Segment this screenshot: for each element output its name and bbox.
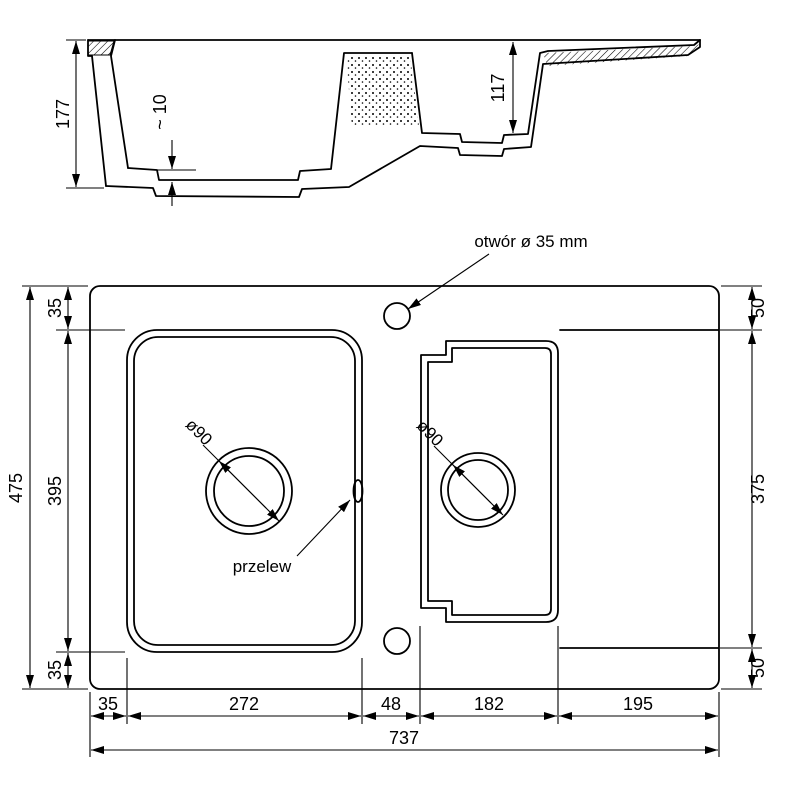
extension-lines — [66, 39, 104, 189]
callout-line-back — [452, 464, 492, 504]
dim-label-recess: ~ 10 — [150, 94, 170, 130]
left-drain-inner-circle — [213, 455, 285, 527]
dim-label-117: 117 — [488, 74, 508, 103]
dim-width-total: 737 — [91, 728, 718, 754]
tap-hole-label: otwór ø 35 mm — [474, 232, 587, 251]
left-basin-outer — [126, 329, 363, 653]
dim-small-basin-depth: 117 — [488, 42, 517, 133]
dim-total-depth: 177 — [53, 39, 104, 189]
drain-diameter-label: ø90 — [413, 416, 447, 450]
right-basin-inner — [427, 347, 552, 616]
tap-hole-annotation: otwór ø 35 mm — [407, 232, 588, 310]
section-rim-hatch — [87, 40, 115, 56]
extension-lines — [56, 329, 125, 653]
dim-label-737: 737 — [389, 728, 419, 748]
section-divider-stipple — [346, 55, 419, 126]
dim-label-35: 35 — [98, 694, 118, 714]
right-drain-outer-circle — [440, 452, 516, 528]
dim-label-395: 395 — [45, 476, 65, 506]
callout-line-back — [218, 460, 267, 509]
dim-label-35-bottom: 35 — [45, 660, 65, 680]
dim-label-375: 375 — [748, 474, 768, 504]
dim-label-182: 182 — [474, 694, 504, 714]
plan-view: ø90 ø90 otwór ø 35 mm przelew 475 — [6, 232, 768, 757]
dim-height-left-stack: 35 395 35 — [45, 287, 125, 688]
right-basin-outer — [420, 340, 559, 623]
extension-lines — [22, 285, 88, 690]
drainboard-edge-lines — [559, 329, 719, 649]
left-drain-outer-circle — [205, 447, 293, 535]
extension-lines — [89, 626, 720, 757]
dim-label-272: 272 — [229, 694, 259, 714]
overflow-annotation: przelew — [233, 499, 351, 576]
dim-label-475: 475 — [6, 473, 26, 503]
dim-label-50-bottom: 50 — [748, 658, 768, 678]
dim-label-195: 195 — [623, 694, 653, 714]
left-basin-inner — [133, 336, 356, 646]
dim-recess-depth: ~ 10 — [150, 94, 196, 206]
overflow-hole — [352, 479, 364, 503]
tap-hole-top — [383, 302, 411, 330]
dim-height-total: 475 — [6, 285, 88, 690]
leader-line — [296, 499, 351, 557]
right-drain-diameter-callout: ø90 — [413, 416, 504, 516]
dim-width-segments: 35 272 48 182 195 — [89, 626, 720, 757]
dim-label-35-top: 35 — [45, 298, 65, 318]
extension-lines — [720, 285, 762, 690]
drain-diameter-label: ø90 — [182, 415, 216, 449]
dim-label-177: 177 — [53, 99, 73, 129]
cross-section-view: 177 ~ 10 117 — [53, 39, 701, 206]
dim-label-48: 48 — [381, 694, 401, 714]
left-drain-diameter-callout: ø90 — [182, 415, 280, 522]
overflow-label: przelew — [233, 557, 292, 576]
sink-outline — [89, 285, 720, 690]
tap-hole-bottom — [383, 627, 411, 655]
leader-line — [407, 253, 490, 310]
dim-height-right-stack: 50 375 50 — [720, 285, 768, 690]
dim-label-50-top: 50 — [748, 298, 768, 318]
section-left-rim-wall — [87, 39, 129, 187]
section-drainboard-hatch — [543, 44, 700, 66]
section-small-basin — [411, 39, 701, 144]
right-drain-inner-circle — [447, 459, 509, 521]
section-left-basin-floor — [127, 52, 413, 181]
